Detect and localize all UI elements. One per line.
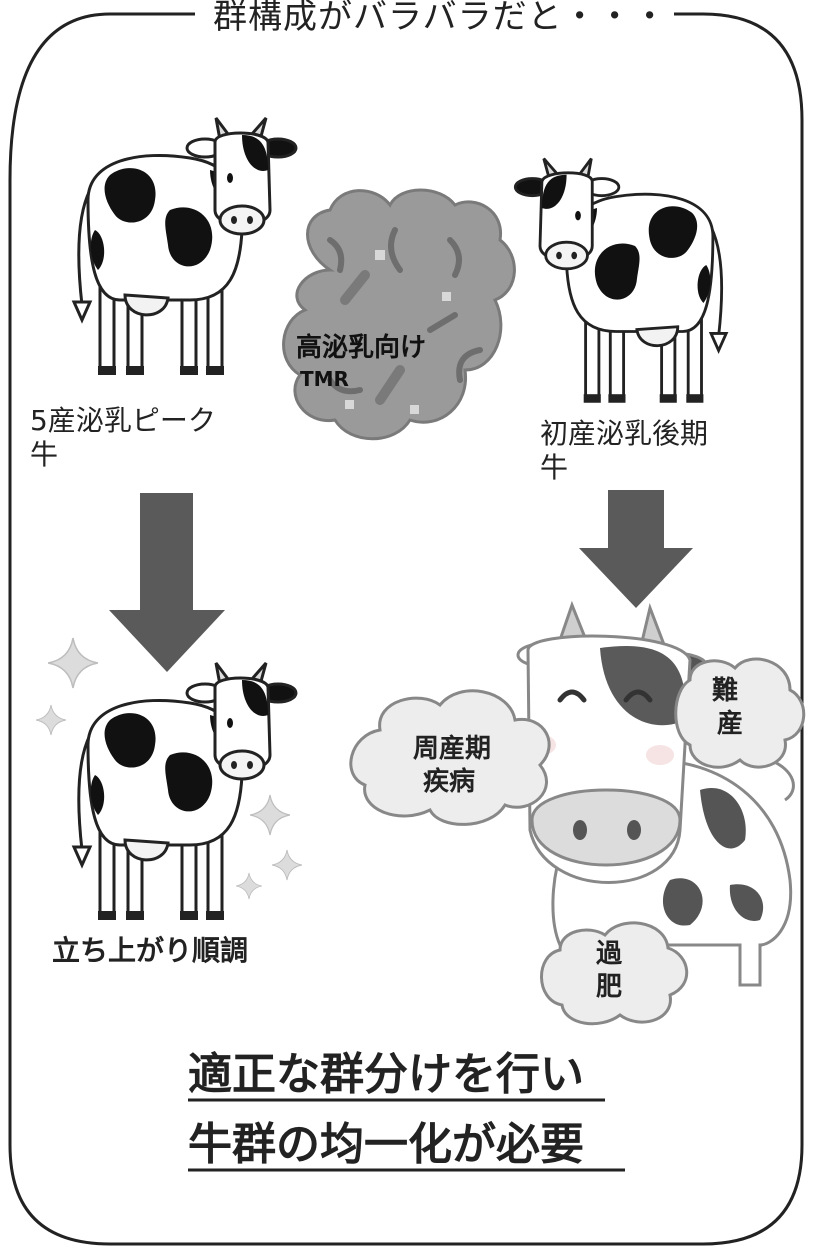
problem-periparturient-line2: 疾病 bbox=[423, 767, 476, 797]
feed-label-line2: TMR bbox=[300, 367, 349, 391]
cloud-periparturient bbox=[349, 689, 551, 826]
right-down-arrow bbox=[579, 490, 693, 608]
right-cow-top bbox=[513, 157, 728, 405]
left-outcome-label: 立ち上がり順調 bbox=[52, 934, 249, 967]
left-down-arrow bbox=[109, 493, 225, 672]
cloud-dystocia bbox=[674, 657, 806, 769]
left-cow-label-line2: 牛 bbox=[30, 438, 59, 471]
left-cow-top bbox=[72, 116, 298, 377]
left-cow-bottom bbox=[72, 661, 298, 922]
right-cow-label-line1: 初産泌乳後期 bbox=[540, 417, 709, 450]
right-cow-label-line2: 牛 bbox=[540, 451, 569, 484]
feed-label-line1: 高泌乳向け bbox=[296, 333, 427, 363]
header-text: 群構成がバラバラだと・・・ bbox=[207, 0, 674, 38]
problem-dystocia-line1: 難 bbox=[712, 676, 739, 706]
conclusion-line2: 牛群の均一化が必要 bbox=[188, 1119, 584, 1170]
frame-border bbox=[8, 12, 804, 1246]
tmr-feed-cloud bbox=[282, 188, 516, 441]
problem-obesity-line1: 過 bbox=[596, 939, 623, 969]
problem-dystocia-line2: 産 bbox=[717, 709, 744, 739]
left-cow-label-line1: 5産泌乳ピーク bbox=[30, 404, 216, 437]
problem-obesity-line2: 肥 bbox=[596, 972, 623, 1002]
conclusion-line1: 適正な群分けを行い bbox=[188, 1049, 584, 1100]
cloud-obesity bbox=[540, 921, 689, 1026]
problem-periparturient-line1: 周産期 bbox=[413, 734, 492, 764]
